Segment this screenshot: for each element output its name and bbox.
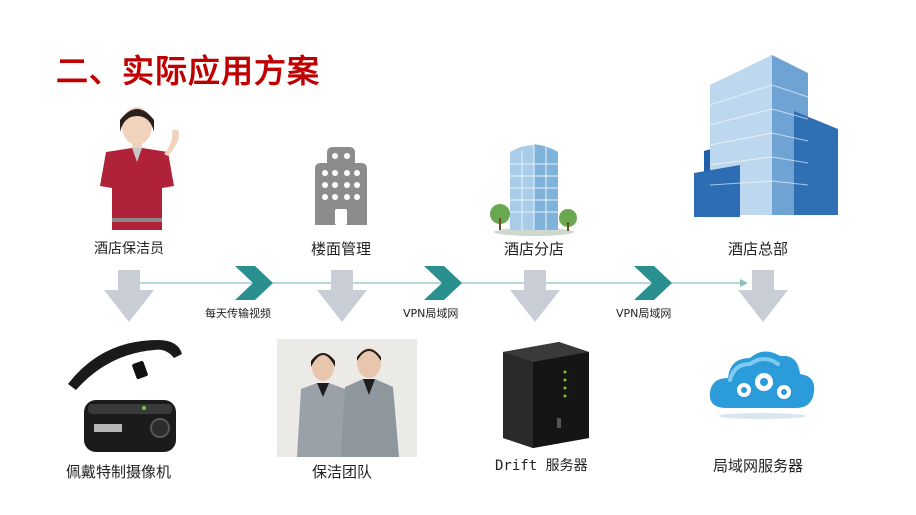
cloud-server-icon [709,351,815,419]
output-label-camera: 佩戴特制摄像机 [66,463,172,481]
link-label-video-transfer: 每天传输视频 [205,307,271,320]
cleaning-team-image [297,348,399,457]
node-label-floor-management: 楼面管理 [311,240,372,258]
branch-building-image [490,144,577,236]
chevron-right-icon [424,266,462,300]
headquarters-building-image [694,55,838,217]
output-label-cleaning-team: 保洁团队 [312,463,373,481]
node-label-headquarters: 酒店总部 [728,240,789,258]
drift-server-image [503,342,589,448]
node-label-branch: 酒店分店 [504,240,565,258]
link-label-vpn-1: VPN局域网 [403,307,459,320]
link-label-vpn-2: VPN局域网 [616,307,672,320]
down-arrow-icon [104,270,154,322]
node-label-cleaner: 酒店保洁员 [94,241,164,257]
down-arrow-icon [738,270,788,322]
chevron-right-icon [235,266,273,300]
building-icon [315,147,367,225]
down-arrow-icon [510,270,560,322]
output-label-drift-server: Drift 服务器 [495,458,588,474]
down-arrow-icon [317,270,367,322]
cleaner-image [100,107,179,230]
chevron-right-icon [634,266,672,300]
wearable-camera-image [68,340,182,452]
page-title: 二、实际应用方案 [56,52,321,90]
output-label-lan-server: 局域网服务器 [713,457,804,475]
